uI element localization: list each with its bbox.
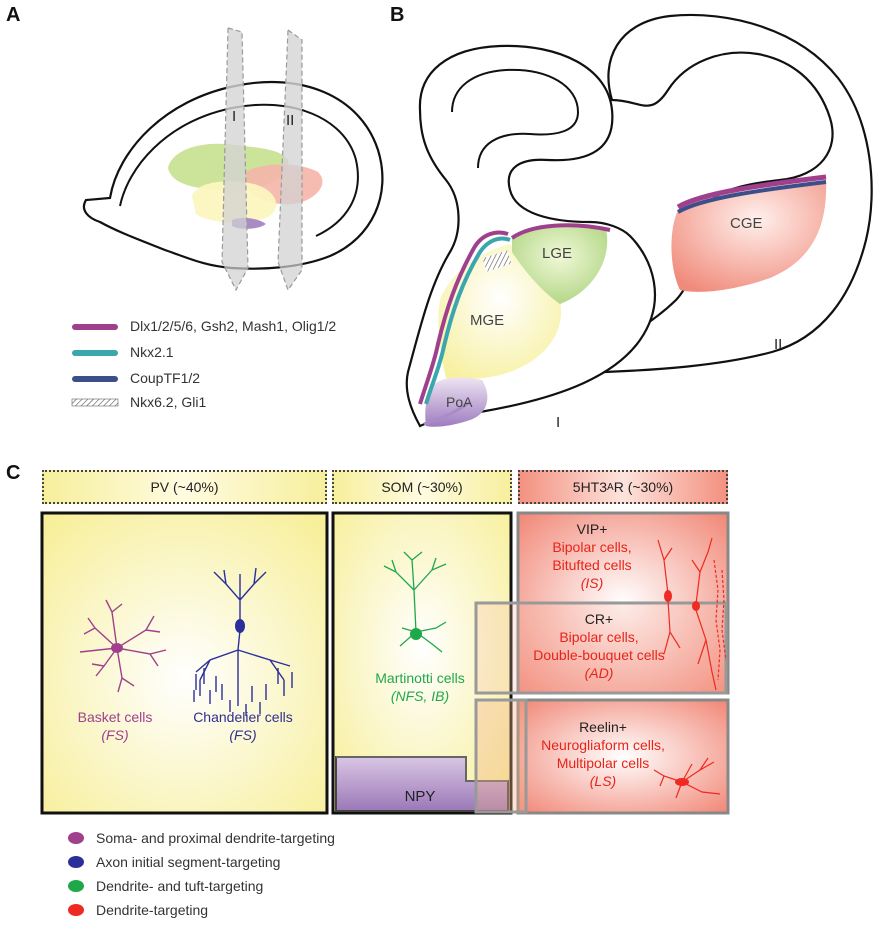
header-5ht3ar-tail: R (~30%) — [613, 479, 674, 495]
reelin-cell-drawing — [653, 757, 721, 799]
chandelier-cell-type: (FS) — [229, 727, 257, 743]
legend-c-label-3: Dendrite- and tuft-targeting — [96, 878, 264, 894]
legend-c-label-4: Dendrite-targeting — [96, 902, 209, 918]
region-label-poa: PoA — [446, 394, 473, 410]
npy-label: NPY — [404, 788, 436, 805]
header-5ht3ar-base: 5HT3 — [572, 479, 608, 495]
legend-a-label-1: Dlx1/2/5/6, Gsh2, Mash1, Olig1/2 — [130, 318, 337, 334]
panel-letter-b: B — [390, 4, 405, 26]
martinotti-cell-drawing — [383, 551, 447, 653]
panel-letter-a: A — [6, 4, 21, 26]
basket-cell-drawing — [79, 599, 167, 693]
brain-sagittal-view — [82, 27, 384, 292]
legend-c-label-2: Axon initial segment-targeting — [96, 854, 281, 870]
vip-line-2: Bitufted cells — [552, 557, 632, 573]
legend-c-dots — [68, 832, 84, 916]
header-som-text: SOM (~30%) — [381, 479, 463, 495]
cr-line-2: Double-bouquet cells — [533, 647, 665, 663]
region-label-lge: LGE — [542, 245, 573, 262]
reelin-marker: Reelin+ — [579, 719, 627, 735]
cr-label: CR+ Bipolar cells, Double-bouquet cells … — [504, 610, 694, 682]
legend-a-label-2: Nkx2.1 — [130, 344, 174, 360]
header-5ht3ar-sub: A — [607, 481, 614, 493]
header-pv-text: PV (~40%) — [150, 479, 219, 495]
reelin-type: (LS) — [589, 773, 617, 789]
vip-marker: VIP+ — [576, 521, 608, 537]
legend-a-label-4: Nkx6.2, Gli1 — [130, 394, 207, 410]
chandelier-cell-drawing — [193, 567, 293, 716]
header-pv: PV (~40%) — [42, 470, 327, 504]
plane-label-two: II — [286, 112, 295, 129]
header-som: SOM (~30%) — [332, 470, 512, 504]
cr-line-1: Bipolar cells, — [559, 629, 639, 645]
vip-type: (IS) — [580, 575, 604, 591]
panel-letter-c: C — [6, 462, 21, 484]
cr-type: (AD) — [584, 665, 614, 681]
region-label-mge: MGE — [470, 312, 505, 329]
plane-label-one: I — [232, 108, 237, 125]
vip-line-1: Bipolar cells, — [552, 539, 632, 555]
basket-cell-type: (FS) — [101, 727, 129, 743]
vip-cr-cell-drawings — [657, 537, 727, 691]
chandelier-cell-label: Chandelier cells (FS) — [178, 708, 308, 744]
vip-label: VIP+ Bipolar cells, Bitufted cells (IS) — [518, 520, 666, 592]
header-backgrounds — [42, 470, 728, 504]
chandelier-cell-name: Chandelier cells — [193, 709, 293, 725]
legend-a-label-3: CoupTF1/2 — [130, 370, 201, 386]
reelin-label: Reelin+ Neurogliaform cells, Multipolar … — [518, 718, 688, 790]
legend-a-swatches — [71, 324, 119, 407]
coronal-sections — [405, 13, 873, 428]
martinotti-cell-name: Martinotti cells — [375, 670, 465, 686]
region-label-cge: CGE — [730, 215, 763, 232]
basket-cell-name: Basket cells — [77, 709, 153, 725]
reelin-line-2: Multipolar cells — [556, 755, 650, 771]
reelin-line-1: Neurogliaform cells, — [541, 737, 665, 753]
martinotti-cell-label: Martinotti cells (NFS, IB) — [345, 669, 495, 705]
martinotti-cell-type: (NFS, IB) — [390, 688, 450, 704]
basket-cell-label: Basket cells (FS) — [60, 708, 170, 744]
section-label-one: I — [556, 414, 561, 431]
legend-c-label-1: Soma- and proximal dendrite-targeting — [96, 830, 335, 846]
section-label-two: II — [774, 336, 783, 353]
cr-marker: CR+ — [584, 611, 614, 627]
